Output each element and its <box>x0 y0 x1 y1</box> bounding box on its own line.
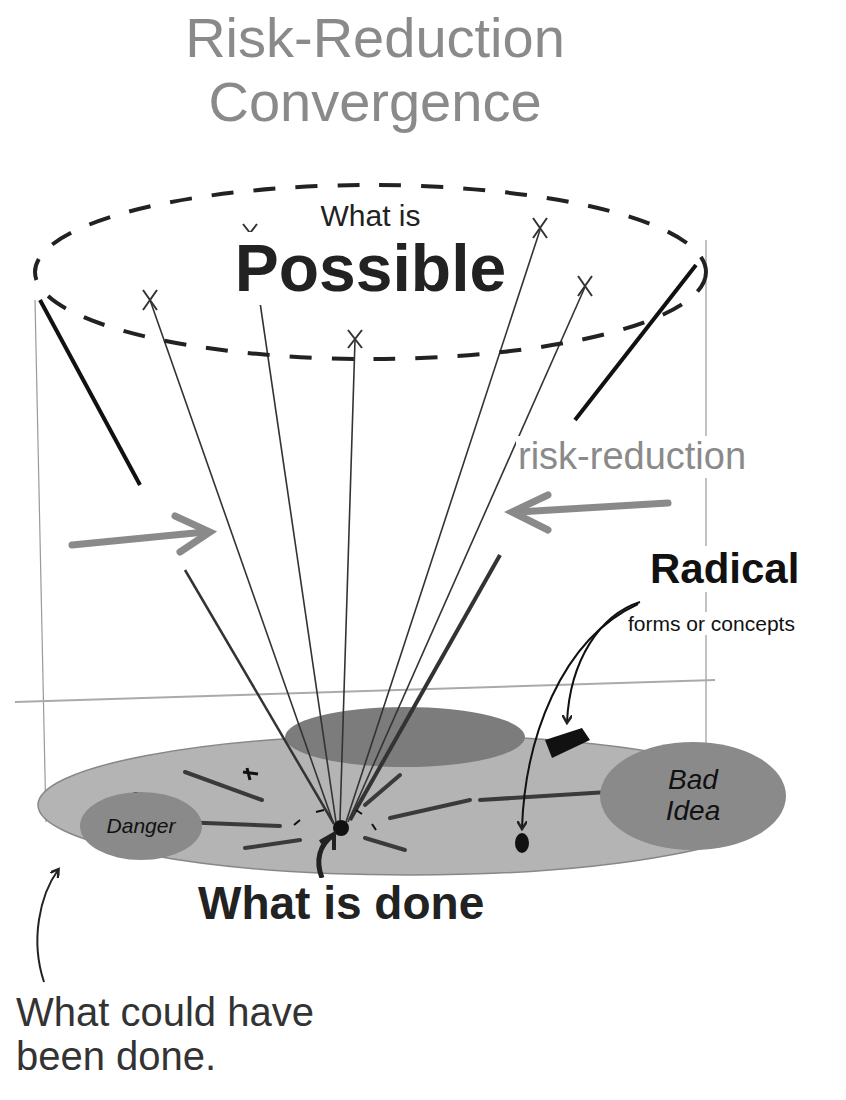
converge-arrow <box>180 772 640 850</box>
cylinder-side <box>35 300 46 822</box>
region-ellipse <box>600 742 786 850</box>
region-label: Danger <box>107 814 176 837</box>
sketch-stroke <box>346 230 540 822</box>
idea-region: Bad Idea <box>598 740 788 852</box>
sketch-stroke <box>350 555 500 820</box>
sketch-stroke <box>143 290 157 310</box>
sketch-stroke <box>150 300 333 822</box>
sketch-stroke <box>185 570 334 824</box>
sketch-stroke <box>245 840 300 848</box>
risk-reduction-arrow <box>72 495 668 552</box>
region-label: What is <box>316 199 424 232</box>
callout-heading: Radical <box>648 546 801 592</box>
cylinder-side <box>705 240 706 760</box>
sketch-stroke <box>518 503 668 512</box>
x-mark <box>143 218 592 348</box>
radical-form <box>545 728 590 758</box>
bold-stroke <box>575 265 696 420</box>
arrow-head <box>320 834 334 850</box>
sketch-stroke <box>533 218 547 238</box>
callout-text: forms or concepts <box>626 612 797 635</box>
idea-region: Danger <box>78 790 204 862</box>
arrow-label: risk-reduction <box>516 436 748 478</box>
region-ellipse <box>35 185 706 359</box>
callout-label: What is done <box>196 878 486 929</box>
region-label: Bad Idea <box>648 765 738 827</box>
callout-label: What could have been done. <box>14 990 328 1078</box>
horizon-line <box>15 680 715 702</box>
region-heading: Possible <box>231 232 510 305</box>
diagram-title: Risk-Reduction Convergence <box>140 6 610 135</box>
radical-form <box>515 833 529 853</box>
small-form <box>243 768 258 780</box>
sketch-stroke <box>72 532 205 545</box>
sketch-stroke <box>340 340 355 820</box>
convergence-lines <box>150 230 585 824</box>
sketch-stroke <box>390 800 470 818</box>
possibility-region: What isPossible <box>33 183 708 361</box>
leader-line <box>37 870 58 982</box>
dot-ticks <box>294 810 376 830</box>
region-ellipse <box>80 792 202 860</box>
sketch-stroke <box>348 330 362 348</box>
sketch-stroke <box>512 495 548 530</box>
sketch-stroke <box>365 775 400 805</box>
sketch-stroke <box>578 276 592 296</box>
sketch-stroke <box>175 516 210 552</box>
sketch-stroke <box>250 234 336 822</box>
bold-stroke <box>40 300 140 485</box>
sketch-stroke <box>365 838 405 850</box>
